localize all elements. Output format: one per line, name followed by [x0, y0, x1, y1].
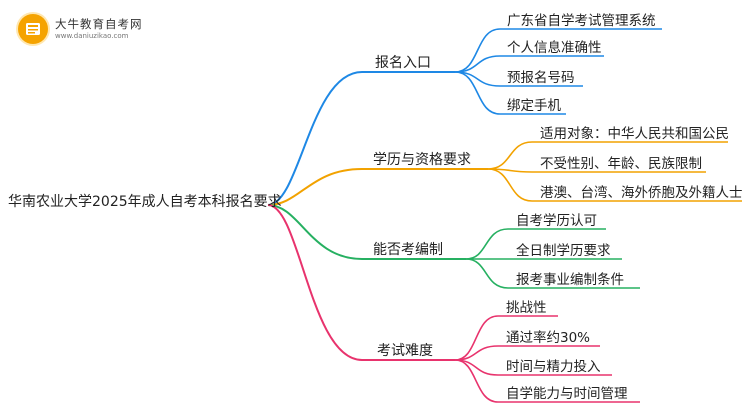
root-link-2: [267, 168, 488, 206]
leaf-b4-2: 通过率约30%: [506, 330, 591, 346]
b1-link-4: [454, 71, 566, 115]
leaf-b1-2: 个人信息准确性: [507, 40, 602, 56]
logo-title: 大牛教育自考网: [55, 17, 143, 32]
site-logo: 大牛教育自考网 www.daniuzikao.com: [18, 14, 143, 44]
logo-url: www.daniuzikao.com: [55, 31, 129, 40]
b2-link-3: [487, 168, 742, 202]
leaf-b4-1: 挑战性: [506, 300, 547, 316]
b1-link-1: [454, 28, 662, 73]
leaf-b3-2: 全日制学历要求: [516, 243, 611, 259]
root-link-1: [267, 71, 455, 206]
leaf-b2-1: 适用对象：中华人民共和国公民: [540, 126, 729, 142]
b3-link-3: [465, 258, 640, 289]
b1-link-2: [454, 55, 604, 73]
leaf-b1-1: 广东省自学考试管理系统: [507, 13, 656, 29]
leaf-b4-3: 时间与精力投入: [506, 359, 601, 375]
b2-link-2: [487, 168, 706, 173]
b3-link-1: [465, 228, 606, 260]
root-link-4: [267, 204, 455, 361]
leaf-b3-1: 自考学历认可: [516, 213, 597, 229]
b4-link-4: [454, 359, 640, 403]
leaf-b2-3: 港澳、台湾、海外侨胞及外籍人士: [540, 185, 743, 201]
logo-book-icon: [18, 14, 48, 44]
leaf-b4-4: 自学能力与时间管理: [506, 386, 628, 402]
leaf-b3-3: 报考事业编制条件: [516, 272, 624, 288]
leaf-b2-2: 不受性别、年龄、民族限制: [540, 156, 702, 172]
branch-registration-entry: 报名入口: [375, 55, 431, 71]
leaf-b1-3: 预报名号码: [507, 70, 575, 86]
branch-difficulty: 考试难度: [377, 343, 433, 359]
branch-civil-service: 能否考编制: [373, 242, 443, 258]
b4-link-2: [454, 345, 600, 361]
leaf-b1-4: 绑定手机: [507, 98, 561, 114]
branch-qualification: 学历与资格要求: [373, 152, 471, 168]
b1-link-3: [454, 71, 583, 87]
b2-link-1: [487, 141, 728, 170]
root-link-3: [267, 204, 466, 260]
b4-link-1: [454, 315, 558, 361]
root-node: 华南农业大学2025年成人自考本科报名要求: [8, 194, 282, 210]
